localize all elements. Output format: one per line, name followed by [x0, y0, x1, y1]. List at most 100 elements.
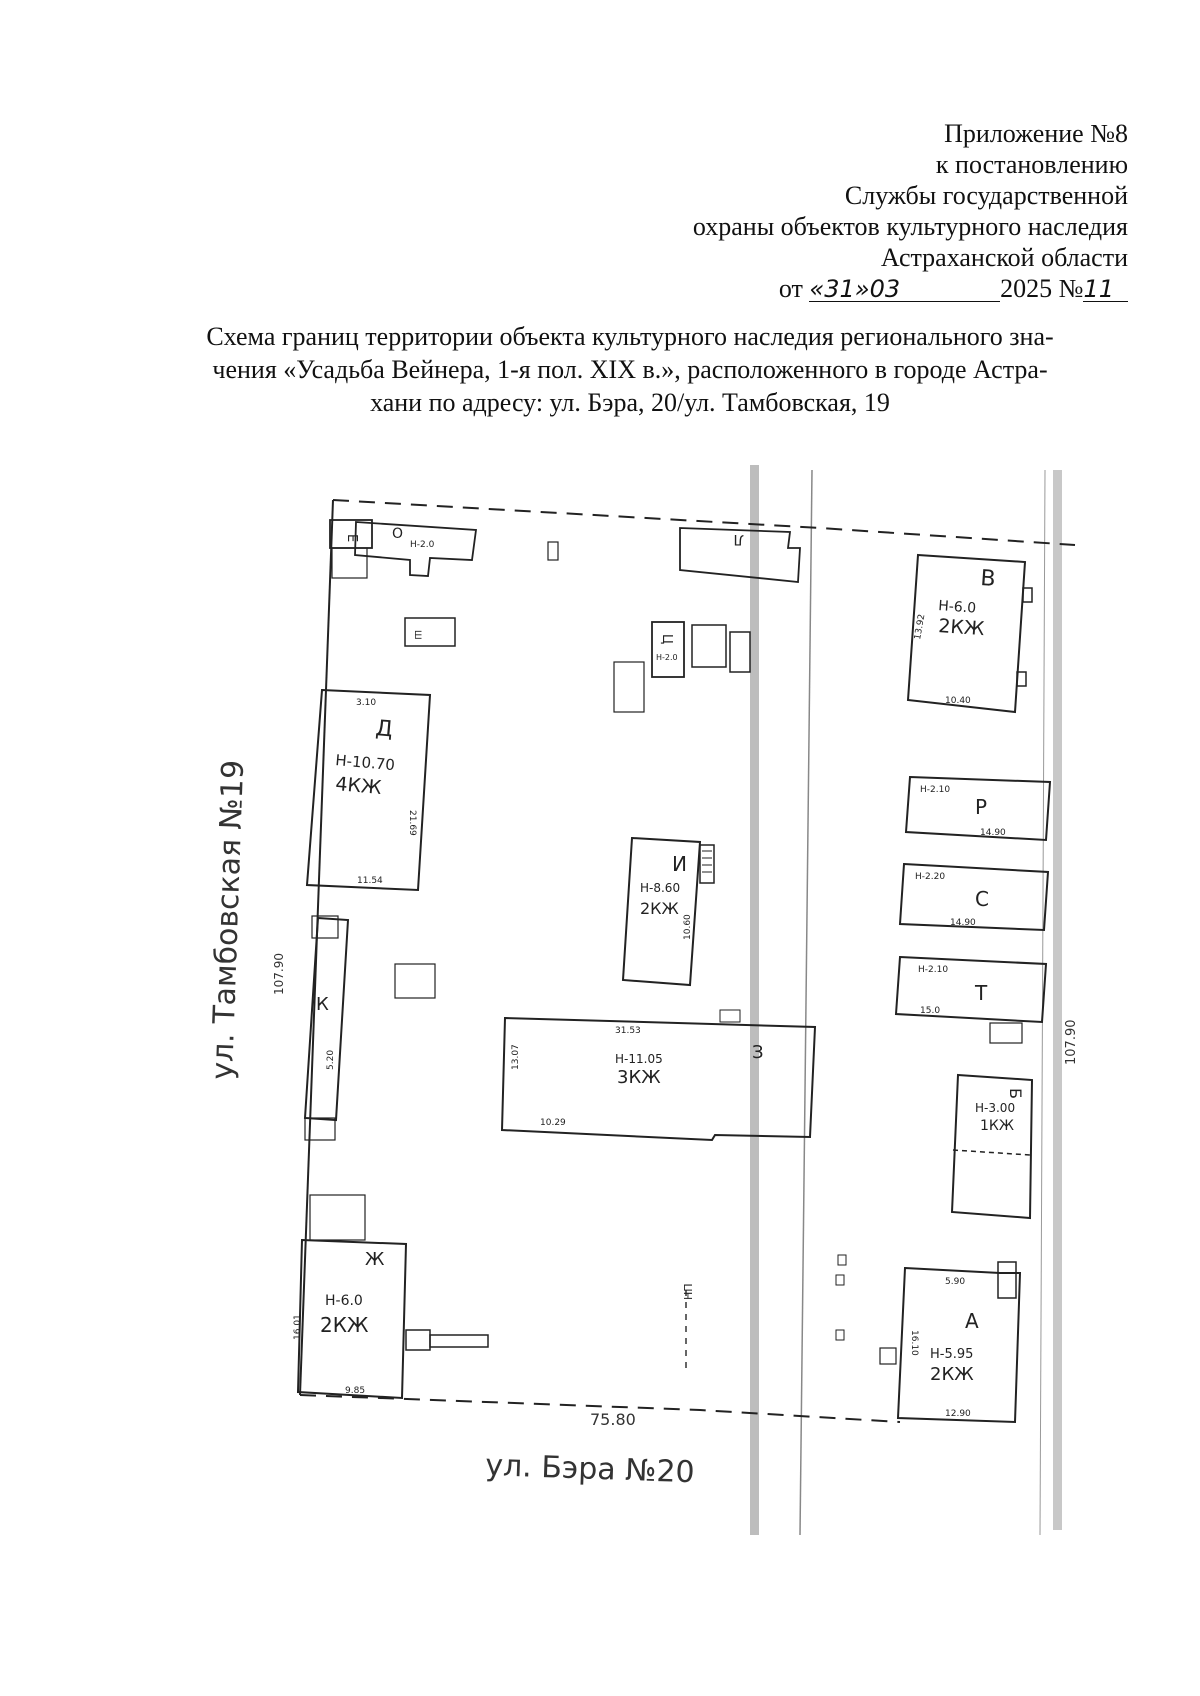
svg-text:О: О: [392, 526, 403, 542]
svg-text:Ж: Ж: [365, 1249, 385, 1270]
svg-text:2КЖ: 2КЖ: [320, 1313, 369, 1337]
svg-text:2КЖ: 2КЖ: [930, 1364, 974, 1385]
svg-text:З: З: [752, 1042, 764, 1063]
svg-text:Н-10.70: Н-10.70: [335, 751, 396, 774]
appendix-protection: охраны объектов культурного наследия: [692, 212, 1128, 241]
svg-text:Н-5.95: Н-5.95: [930, 1347, 973, 1362]
svg-text:Н-2.0: Н-2.0: [410, 540, 435, 550]
svg-text:Ц: Ц: [659, 634, 674, 644]
building-zh: Ж Н-6.0 2КЖ 16.01 9.85: [293, 1194, 489, 1400]
building-ts: Ц Н-2.0: [613, 621, 751, 713]
svg-text:Е: Е: [344, 534, 359, 542]
svg-text:Н-6.0: Н-6.0: [325, 1293, 363, 1309]
svg-text:14.90: 14.90: [950, 918, 976, 928]
appendix-service: Службы государственной: [844, 181, 1128, 210]
svg-text:3.10: 3.10: [356, 698, 376, 708]
svg-text:Н-2.10: Н-2.10: [918, 965, 948, 975]
svg-text:5.20: 5.20: [326, 1050, 336, 1070]
svg-text:12.90: 12.90: [945, 1409, 971, 1419]
svg-text:10.29: 10.29: [540, 1118, 566, 1128]
svg-text:14.90: 14.90: [980, 828, 1006, 838]
svg-text:Т: Т: [974, 981, 988, 1005]
svg-text:НП: НП: [682, 1283, 695, 1300]
svg-text:Н-11.05: Н-11.05: [615, 1052, 663, 1066]
building-sh: Ш: [394, 541, 559, 999]
appendix-number: Приложение №8: [944, 119, 1128, 148]
building-r: Р Н-2.10 14.90: [904, 775, 1052, 842]
scheme-title-line-2: чения «Усадьба Вейнера, 1-я пол. XIX в.»…: [212, 355, 1048, 384]
street-label-tambovskaya: ул. Тамбовская №19: [205, 759, 251, 1080]
svg-text:Д: Д: [374, 716, 393, 742]
date-day-field: «31»03: [809, 275, 1001, 303]
scheme-title-line-3: хани по адресу: ул. Бэра, 20/ул. Тамбовс…: [370, 388, 890, 417]
grey-strip-2: [1053, 470, 1062, 1530]
svg-text:13.92: 13.92: [913, 613, 927, 640]
grey-strip-1: [750, 465, 759, 1535]
building-k: К 5.20: [303, 915, 350, 1141]
svg-text:9.85: 9.85: [345, 1386, 365, 1396]
svg-text:1КЖ: 1КЖ: [980, 1118, 1014, 1134]
side-length-bottom: 75.80: [590, 1410, 636, 1429]
building-a: А Н-5.95 2КЖ 5.90 12.90 16.10: [879, 1261, 1022, 1424]
street-lines: [750, 465, 1062, 1536]
svg-text:5.90: 5.90: [945, 1277, 965, 1287]
svg-text:Н-6.0: Н-6.0: [938, 598, 977, 617]
svg-text:Н-2.10: Н-2.10: [920, 785, 950, 795]
building-s: С Н-2.20 14.90: [898, 862, 1050, 932]
building-l: Л: [679, 527, 801, 583]
svg-text:2КЖ: 2КЖ: [938, 615, 986, 640]
number-prefix: №: [1058, 274, 1084, 303]
svg-text:А: А: [965, 1309, 979, 1333]
svg-text:16.10: 16.10: [909, 1330, 919, 1356]
appendix-header: Приложение №8 к постановлению Службы гос…: [693, 118, 1128, 304]
svg-text:31.53: 31.53: [615, 1026, 641, 1036]
date-month: 03: [869, 275, 901, 303]
svg-text:К: К: [316, 994, 329, 1015]
street-label-bera: ул. Бэра №20: [485, 1448, 695, 1490]
svg-text:Б: Б: [1006, 1088, 1025, 1099]
svg-text:Н-2.0: Н-2.0: [656, 653, 678, 662]
svg-text:Н-2.20: Н-2.20: [915, 872, 945, 882]
appendix-region: Астраханской области: [880, 243, 1128, 272]
building-e: Е: [329, 519, 373, 579]
scheme-title: Схема границ территории объекта культурн…: [150, 320, 1110, 419]
svg-text:И: И: [672, 851, 687, 875]
svg-text:15.0: 15.0: [920, 1006, 940, 1016]
svg-text:Р: Р: [975, 795, 987, 819]
territory-boundary: [332, 499, 1076, 546]
building-t: Т Н-2.10 15.0: [894, 955, 1048, 1024]
svg-text:2КЖ: 2КЖ: [640, 899, 679, 918]
appendix-resolution: к постановлению: [935, 150, 1128, 179]
svg-text:Н-8.60: Н-8.60: [640, 881, 680, 895]
svg-text:10.60: 10.60: [683, 914, 693, 940]
side-length-right: 107.90: [1064, 1020, 1079, 1066]
svg-text:В: В: [980, 566, 997, 592]
svg-text:Ш: Ш: [412, 630, 422, 640]
svg-text:13.07: 13.07: [511, 1044, 521, 1070]
svg-text:Л: Л: [733, 531, 744, 547]
date-year: 2025: [1000, 274, 1053, 303]
boundary-bottom: [299, 1394, 901, 1423]
svg-text:Н-3.00: Н-3.00: [975, 1101, 1015, 1115]
building-i: И Н-8.60 2КЖ 10.60: [621, 836, 715, 987]
svg-text:4КЖ: 4КЖ: [335, 773, 383, 799]
building-d: Д Н-10.70 4КЖ 3.10 11.54 21.69: [305, 688, 432, 892]
building-z: З Н-11.05 3КЖ 31.53 10.29 13.07: [500, 1009, 817, 1142]
small-structures: НП: [682, 1254, 847, 1370]
svg-text:16.01: 16.01: [293, 1314, 303, 1340]
scheme-title-line-1: Схема границ территории объекта культурн…: [206, 322, 1054, 351]
date-day: 31: [824, 275, 855, 303]
svg-text:3КЖ: 3КЖ: [617, 1067, 661, 1088]
red-line: [799, 469, 813, 1536]
building-b: Б Н-3.00 1КЖ: [950, 1022, 1034, 1220]
svg-text:10.40: 10.40: [945, 696, 971, 706]
document-number: 11: [1083, 277, 1128, 302]
building-v: В Н-6.0 2КЖ 10.40 13.92: [906, 553, 1033, 714]
date-prefix: от: [778, 274, 803, 303]
building-o: О Н-2.0: [354, 521, 478, 577]
svg-text:21.69: 21.69: [407, 810, 417, 836]
side-length-left: 107.90: [272, 953, 286, 995]
svg-text:С: С: [975, 887, 989, 911]
